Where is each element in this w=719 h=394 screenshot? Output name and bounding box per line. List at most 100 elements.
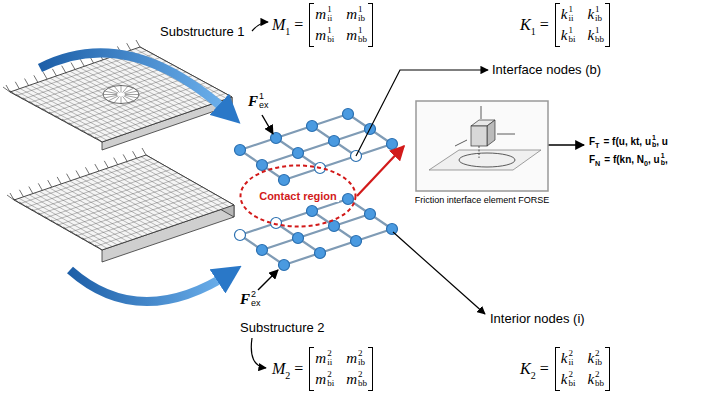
equals-sign: = bbox=[540, 360, 549, 378]
matrix-name: K bbox=[520, 360, 531, 378]
index-stack: 1ii bbox=[327, 5, 332, 24]
entry-symbol: m bbox=[346, 6, 357, 23]
matrix-name: M bbox=[272, 16, 285, 34]
index-stack: 1bi bbox=[568, 26, 575, 45]
index-stack: 2ii bbox=[327, 349, 332, 368]
output-arrow bbox=[547, 144, 584, 145]
matrix-name: M bbox=[272, 360, 285, 378]
subscript: b bbox=[652, 141, 656, 148]
entry-symbol: k bbox=[561, 350, 568, 367]
subscript: ib bbox=[595, 358, 602, 367]
matrix-entry: m2bb bbox=[346, 370, 367, 389]
entry-symbol: m bbox=[315, 350, 326, 367]
subscript: ii bbox=[327, 14, 332, 23]
subscript: ib bbox=[358, 358, 365, 367]
entry-symbol: k bbox=[561, 371, 568, 388]
entry-symbol: k bbox=[587, 27, 594, 44]
matrix-entry: k1ii bbox=[561, 5, 576, 24]
matrix-name: K bbox=[520, 16, 531, 34]
matrix-index: 1 bbox=[531, 26, 536, 37]
force-formula: , u bbox=[648, 154, 660, 165]
force-formula: FN= f(kn, N0, u1b, bbox=[589, 152, 668, 167]
index-stack: 1ii bbox=[568, 5, 573, 24]
superscript: 1 bbox=[595, 5, 602, 14]
index-stack: 1ib bbox=[358, 5, 365, 24]
substructure-label: Substructure 2 bbox=[240, 320, 325, 335]
subscript: ib bbox=[595, 14, 602, 23]
matrix: M1=m1iim1ibm1bim1bb bbox=[272, 3, 373, 47]
subscript: ex bbox=[259, 101, 269, 110]
index-stack: 2ex bbox=[251, 290, 261, 309]
matrix-index: 2 bbox=[285, 370, 290, 381]
subscript: bb bbox=[595, 35, 604, 44]
subscript: bi bbox=[327, 379, 334, 388]
entry-symbol: k bbox=[587, 350, 594, 367]
subscript: bb bbox=[595, 379, 604, 388]
element-caption: Friction interface element FORSE bbox=[404, 195, 560, 205]
superscript: 1 bbox=[358, 26, 367, 35]
force-formula: F bbox=[589, 154, 595, 165]
substructure-label: Substructure 1 bbox=[160, 24, 245, 39]
matrix-entry: m2ib bbox=[346, 349, 367, 368]
matrix-entry: m1ib bbox=[346, 5, 367, 24]
superscript: 1 bbox=[595, 26, 604, 35]
superscript: 2 bbox=[327, 349, 332, 358]
matrix-index: 2 bbox=[531, 370, 536, 381]
matrix-index: 1 bbox=[285, 26, 290, 37]
matrix-entry: k1ib bbox=[587, 5, 604, 24]
force-formula: = f(u, kt, u bbox=[604, 136, 652, 147]
force-arrow bbox=[262, 115, 273, 134]
matrix-entry: k1bb bbox=[587, 26, 604, 45]
region-label: Contact region bbox=[257, 190, 339, 202]
matrix-entry: k2bi bbox=[561, 370, 576, 389]
subscript: ib bbox=[358, 14, 365, 23]
entry-symbol: m bbox=[346, 350, 357, 367]
node-type-label: Interface nodes (b) bbox=[492, 62, 601, 77]
matrix-bracket: k1iik1ibk1bik1bb bbox=[555, 3, 610, 47]
subscript: bi bbox=[327, 35, 334, 44]
superscript: 2 bbox=[358, 370, 367, 379]
superscript: 1 bbox=[661, 152, 665, 159]
index-stack: 2bb bbox=[358, 370, 367, 389]
friction-element: Friction interface element FORSE bbox=[404, 100, 560, 207]
index-stack: 2bi bbox=[327, 370, 334, 389]
matrix: K2=k2iik2ibk2bik2bb bbox=[520, 347, 610, 391]
superscript: 1 bbox=[568, 26, 575, 35]
superscript: 1 bbox=[327, 5, 332, 14]
subscript: ii bbox=[568, 358, 573, 367]
index-stack: 1ib bbox=[595, 5, 602, 24]
matrix-entry: k2ib bbox=[587, 349, 604, 368]
subscript: bb bbox=[358, 379, 367, 388]
equals-sign: = bbox=[294, 16, 303, 34]
force-symbol: F2ex bbox=[240, 290, 261, 309]
leader-arrow bbox=[393, 232, 485, 314]
matrix-bracket: k2iik2ibk2bik2bb bbox=[555, 347, 610, 391]
subscript: T bbox=[595, 141, 599, 150]
leader-arrow bbox=[252, 22, 268, 31]
superscript: 2 bbox=[568, 370, 575, 379]
entry-symbol: m bbox=[346, 27, 357, 44]
matrix-bracket: m1iim1ibm1bim1bb bbox=[309, 3, 373, 47]
matrix-entry: m1ii bbox=[315, 5, 334, 24]
superscript: 2 bbox=[568, 349, 573, 358]
entry-symbol: k bbox=[587, 371, 594, 388]
force-formula: = f(kn, N bbox=[604, 154, 644, 165]
index-stack: 1bb bbox=[595, 26, 604, 45]
entry-symbol: k bbox=[561, 27, 568, 44]
equals-sign: = bbox=[540, 16, 549, 34]
matrix-entry: k2bb bbox=[587, 370, 604, 389]
subscript: ex bbox=[251, 299, 261, 308]
substructure-label: Substructure 1 bbox=[160, 24, 245, 39]
substructure-label: Substructure 2 bbox=[240, 320, 325, 335]
superscript: 2 bbox=[595, 370, 604, 379]
force-symbol: F bbox=[240, 291, 250, 308]
subscript: b bbox=[661, 159, 665, 166]
subscript: bb bbox=[358, 35, 367, 44]
plate-mesh bbox=[3, 40, 234, 262]
node-type-label: Interior nodes (i) bbox=[490, 311, 585, 326]
index-stack: 1bb bbox=[358, 26, 367, 45]
matrix: K1=k1iik1ibk1bik1bb bbox=[520, 3, 610, 47]
force-arrow bbox=[258, 270, 278, 290]
force-symbol: F bbox=[248, 93, 258, 110]
